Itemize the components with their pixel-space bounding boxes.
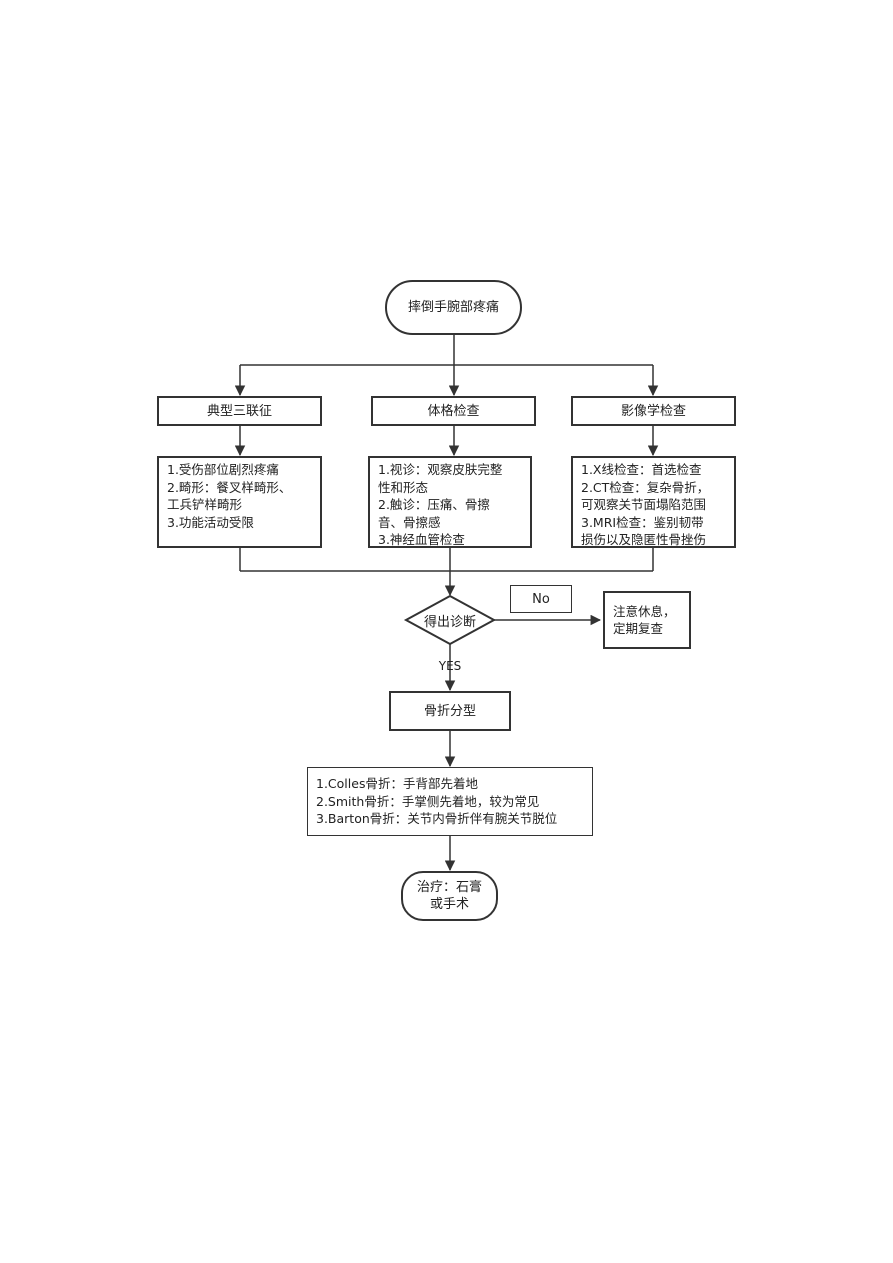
rest-line: 定期复查 xyxy=(613,621,664,636)
no-label: No xyxy=(532,591,550,607)
details-typical-line: 工兵铲样畸形 xyxy=(167,497,243,512)
yes-label: YES xyxy=(438,659,462,673)
treatment-node: 治疗：石膏 或手术 xyxy=(401,871,498,921)
details-imaging: 1.X线检查：首选检查 2.CT检查：复杂骨折， 可观察关节面塌陷范围 3.MR… xyxy=(571,456,736,548)
details-physical: 1.视诊：观察皮肤完整 性和形态 2.触诊：压痛、骨擦 音、骨擦感 3.神经血管… xyxy=(368,456,532,548)
category-typical: 典型三联征 xyxy=(157,396,322,426)
rest-line: 注意休息， xyxy=(613,603,676,619)
decision-label: 得出诊断 xyxy=(423,614,476,630)
type-line: 3.Barton骨折：关节内骨折伴有腕关节脱位 xyxy=(316,811,558,827)
treatment-line: 治疗：石膏 xyxy=(416,880,482,895)
category-imaging: 影像学检查 xyxy=(571,396,736,426)
start-node: 摔倒手腕部疼痛 xyxy=(385,280,522,335)
details-imaging-line: 可观察关节面塌陷范围 xyxy=(581,497,707,512)
treatment-line: 或手术 xyxy=(429,897,469,912)
type-line: 1.Colles骨折：手背部先着地 xyxy=(316,776,478,792)
category-typical-label: 典型三联征 xyxy=(206,403,272,419)
details-typical-line: 1.受伤部位剧烈疼痛 xyxy=(167,462,279,477)
details-typical-line: 2.畸形：餐叉样畸形、 xyxy=(167,479,292,495)
details-typical: 1.受伤部位剧烈疼痛 2.畸形：餐叉样畸形、 工兵铲样畸形 3.功能活动受限 xyxy=(157,456,322,548)
details-physical-line: 2.触诊：压痛、骨擦 xyxy=(378,497,490,512)
no-label-box: No xyxy=(510,585,572,613)
details-typical-line: 3.功能活动受限 xyxy=(167,514,254,530)
details-physical-line: 音、骨擦感 xyxy=(378,514,441,530)
category-physical: 体格检查 xyxy=(371,396,536,426)
start-label: 摔倒手腕部疼痛 xyxy=(407,300,499,315)
details-imaging-line: 3.MRI检查：鉴别韧带 xyxy=(581,514,704,530)
classification-label: 骨折分型 xyxy=(423,703,476,719)
details-physical-line: 3.神经血管检查 xyxy=(378,532,465,547)
classification-node: 骨折分型 xyxy=(389,691,511,731)
details-imaging-line: 损伤以及隐匿性骨挫伤 xyxy=(581,532,707,547)
details-physical-line: 1.视诊：观察皮肤完整 xyxy=(378,462,503,477)
category-imaging-label: 影像学检查 xyxy=(620,403,686,419)
details-physical-line: 性和形态 xyxy=(378,479,429,495)
type-line: 2.Smith骨折：手掌侧先着地，较为常见 xyxy=(316,793,540,809)
details-imaging-line: 2.CT检查：复杂骨折， xyxy=(581,479,710,495)
rest-node: 注意休息， 定期复查 xyxy=(603,591,691,649)
types-node: 1.Colles骨折：手背部先着地 2.Smith骨折：手掌侧先着地，较为常见 … xyxy=(307,767,593,836)
details-imaging-line: 1.X线检查：首选检查 xyxy=(581,462,702,477)
category-physical-label: 体格检查 xyxy=(427,403,480,419)
